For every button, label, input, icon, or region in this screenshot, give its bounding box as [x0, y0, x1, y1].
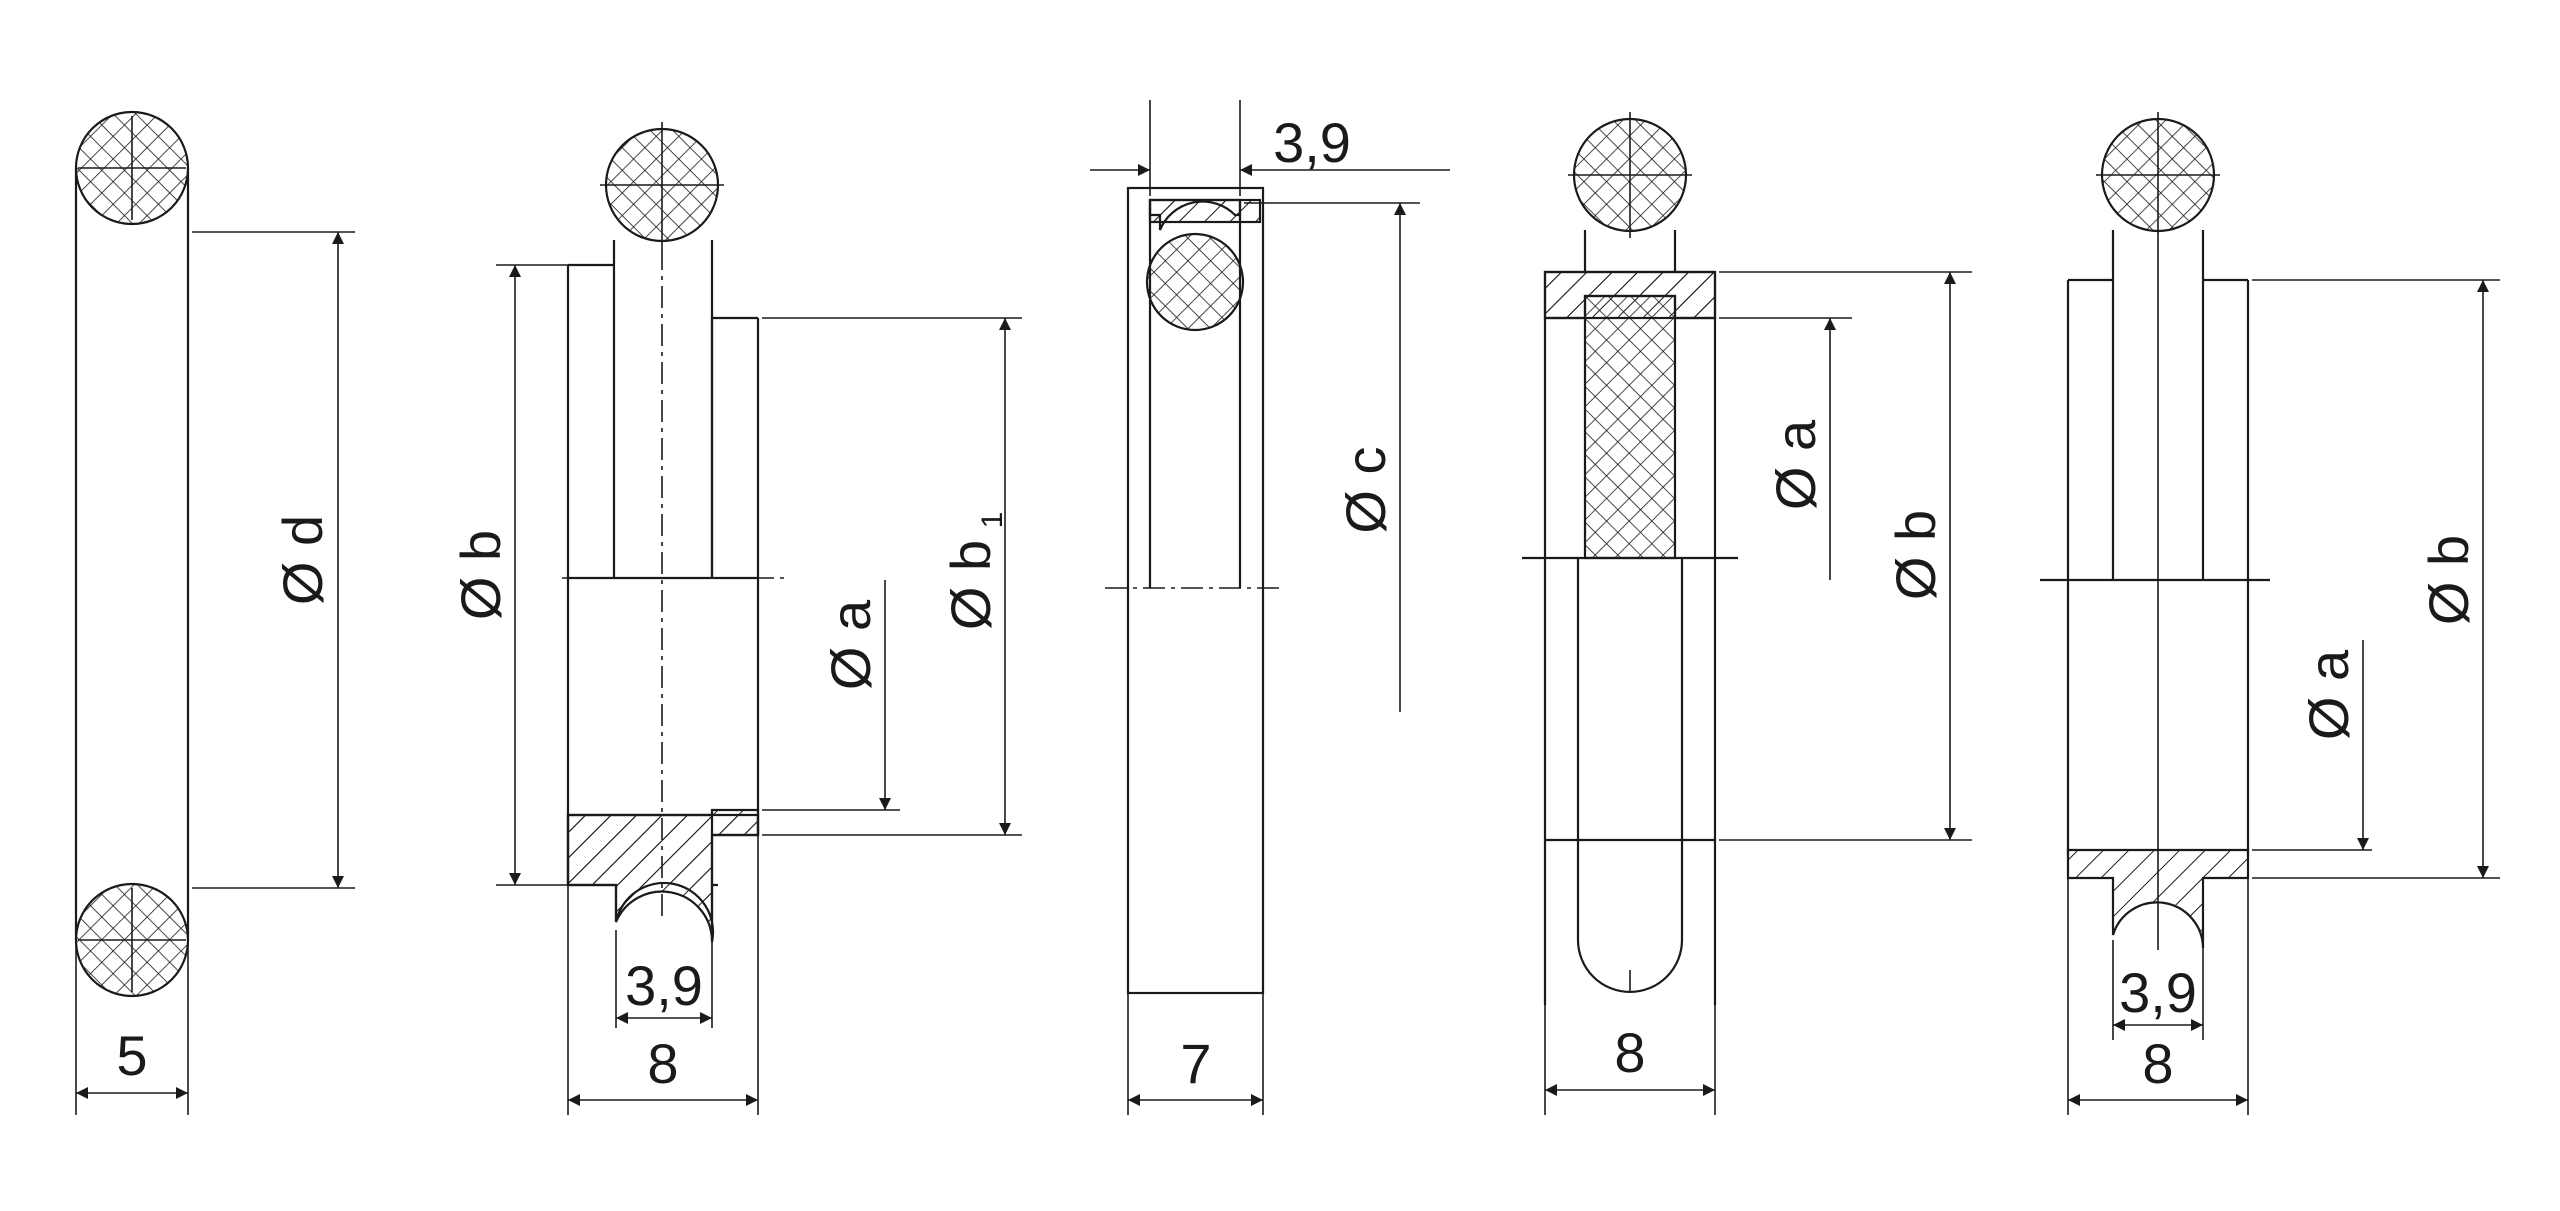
part5-groove-label: 3,9	[2119, 961, 2197, 1024]
part4-b-label: Ø b	[1884, 510, 1947, 600]
part2-groove-label: 3,9	[625, 954, 703, 1017]
part5-a-label: Ø a	[2297, 649, 2360, 740]
part-flange-groove: Ø b Ø a Ø b 1 3,9 8	[449, 122, 1022, 1115]
part-narrow-ring: 3,9 Ø c 7	[1090, 100, 1450, 1115]
part3-outline	[1126, 186, 1265, 995]
part3-c-label: Ø c	[1334, 446, 1397, 533]
part2-b1-subscript: 1	[976, 512, 1009, 529]
part3-top-label: 3,9	[1273, 111, 1351, 174]
part4-a-label: Ø a	[1764, 419, 1827, 510]
part2-b1-label: Ø b	[939, 540, 1002, 630]
part4-u-channel	[1576, 558, 1684, 994]
part4-crossed-insert	[1583, 294, 1677, 560]
part2-b-label: Ø b	[449, 530, 512, 620]
part4-width-label: 8	[1614, 1021, 1645, 1084]
oring-width-label: 5	[116, 1024, 147, 1087]
part-flange-variant: Ø a Ø b 3,9 8	[2040, 112, 2500, 1115]
part3-width-label: 7	[1180, 1032, 1211, 1095]
oring-diameter-label: Ø d	[271, 515, 334, 605]
part-oring: 5 Ø d	[74, 110, 355, 1115]
part3-oring-section	[1145, 232, 1245, 332]
part5-b-label: Ø b	[2417, 535, 2480, 625]
part2-width-label: 8	[647, 1032, 678, 1095]
part-crossed-insert: Ø a Ø b 8	[1522, 112, 1972, 1115]
part2-a-label: Ø a	[819, 599, 882, 690]
part5-width-label: 8	[2142, 1032, 2173, 1095]
